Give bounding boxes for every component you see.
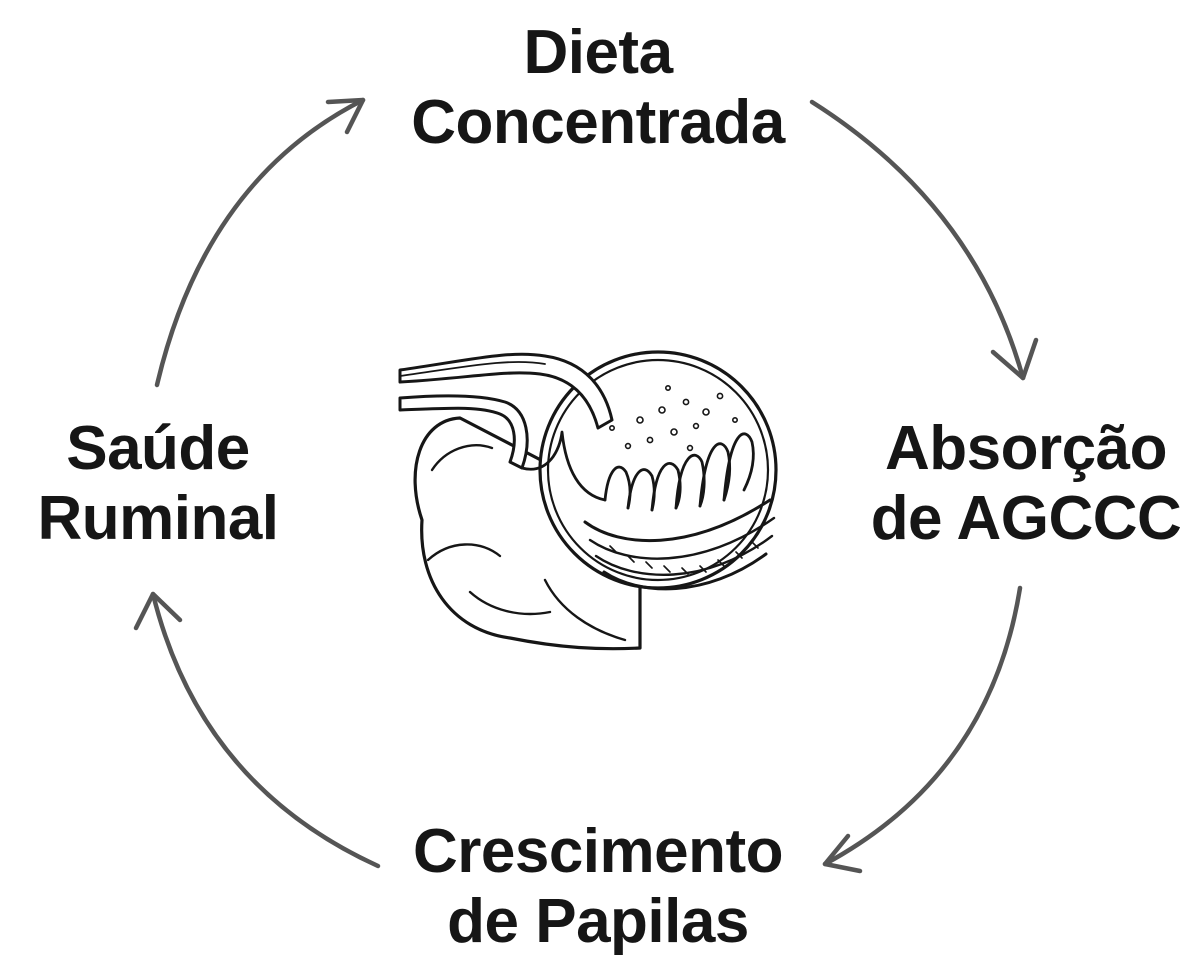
node-diet: Dieta Concentrada [348, 18, 848, 158]
rumen-papillae [520, 430, 755, 512]
node-rumen-health-line1: Saúde [66, 414, 250, 483]
node-papillae-growth: Crescimento de Papilas [348, 817, 848, 957]
cycle-arrows [133, 97, 1039, 874]
node-absorption-line1: Absorção [885, 414, 1167, 483]
node-rumen-health: Saúde Ruminal [8, 414, 308, 554]
node-diet-line1: Dieta [523, 18, 673, 87]
arrow-diet-to-absorption [809, 99, 1039, 381]
esophagus-tubes [398, 352, 614, 470]
rumen-wall-layers [583, 498, 776, 591]
rumen-ventral-sac [413, 416, 642, 651]
node-diet-line2: Concentrada [411, 88, 785, 157]
node-papillae-growth-line2: de Papilas [447, 887, 749, 956]
rumen-particles [608, 384, 738, 452]
rumen-illustration [398, 350, 778, 651]
node-absorption-line2: de AGCCC [870, 484, 1182, 553]
node-rumen-health-line2: Ruminal [37, 484, 279, 553]
node-papillae-growth-line1: Crescimento [412, 817, 784, 886]
node-absorption: Absorção de AGCCC [855, 414, 1197, 554]
arrow-absorption-to-papillae [822, 585, 1023, 874]
arrow-papillae-to-health [133, 591, 381, 869]
arrow-health-to-diet [154, 97, 366, 388]
